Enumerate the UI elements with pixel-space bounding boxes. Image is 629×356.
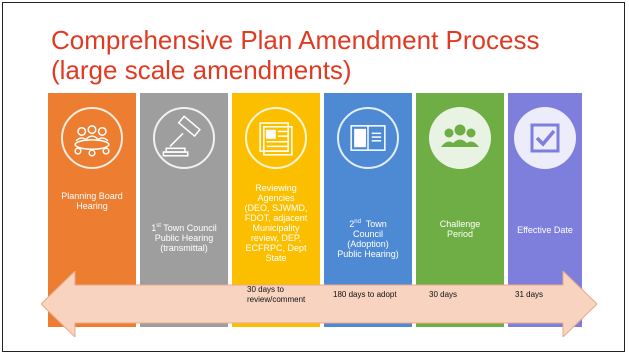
checkbox-icon <box>514 107 576 169</box>
duration-effective: 31 days <box>515 290 544 299</box>
timeline-arrow <box>41 271 597 337</box>
step-label: Challenge Period <box>439 219 481 239</box>
slide-title: Comprehensive Plan Amendment Process (la… <box>51 25 591 85</box>
duration-adopt: 180 days to adopt <box>333 290 397 299</box>
meeting-table-icon <box>61 107 123 169</box>
step-label: 2nd Town Council (Adoption) Public Heari… <box>337 219 399 259</box>
duration-review: 30 days to review/comment <box>247 285 306 304</box>
step-label: Reviewing Agencies (DEO, SJWMD, FDOT, ad… <box>244 183 308 263</box>
title-line-1: Comprehensive Plan Amendment Process <box>51 25 540 55</box>
step-label: Effective Date <box>517 225 573 235</box>
slide: Comprehensive Plan Amendment Process (la… <box>2 2 625 352</box>
open-book-icon <box>337 107 399 169</box>
step-label: Planning Board Hearing <box>61 191 123 211</box>
documents-icon <box>245 107 307 169</box>
duration-challenge: 30 days <box>429 290 458 299</box>
title-line-2: (large scale amendments) <box>51 55 352 85</box>
gavel-icon <box>153 107 215 169</box>
step-label: 1st Town Council Public Hearing (transmi… <box>151 223 217 253</box>
people-group-icon <box>429 107 491 169</box>
